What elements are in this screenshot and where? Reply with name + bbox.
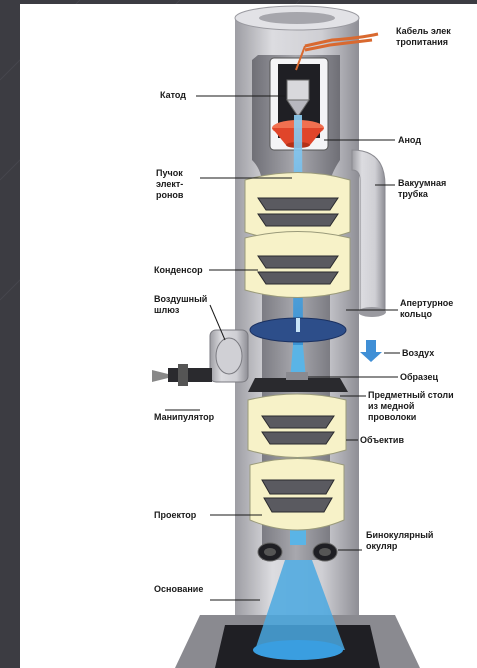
label-cathode: Катод bbox=[160, 90, 186, 101]
label-stage: Предметный столи из медной проволоки bbox=[368, 390, 454, 423]
airlock bbox=[210, 330, 248, 382]
label-beam: Пучок элект- ронов bbox=[156, 168, 183, 201]
projector-lens bbox=[250, 459, 344, 531]
label-airlock: Воздушный шлюз bbox=[154, 294, 207, 316]
condenser-lens-lower bbox=[245, 232, 350, 298]
manipulator bbox=[152, 364, 212, 386]
label-vacuum-tube: Вакуумная трубка bbox=[398, 178, 446, 200]
label-eyepiece: Бинокулярный окуляр bbox=[366, 530, 433, 552]
label-aperture-ring: Апертурное кольцо bbox=[400, 298, 453, 320]
air-arrow-icon bbox=[360, 340, 382, 362]
label-cable: Кабель элек тропитания bbox=[396, 26, 451, 48]
label-air: Воздух bbox=[402, 348, 434, 359]
aperture-ring bbox=[250, 318, 346, 342]
label-anode: Анод bbox=[398, 135, 421, 146]
label-projector: Проектор bbox=[154, 510, 196, 521]
label-base: Основание bbox=[154, 584, 203, 595]
label-sample: Образец bbox=[400, 372, 438, 383]
objective-lens bbox=[248, 394, 346, 458]
base bbox=[175, 560, 420, 668]
label-objective: Объектив bbox=[360, 435, 404, 446]
condenser-lens-upper bbox=[245, 173, 350, 242]
label-condenser: Конденсор bbox=[154, 265, 203, 276]
label-manipulator: Манипулятор bbox=[154, 412, 214, 423]
